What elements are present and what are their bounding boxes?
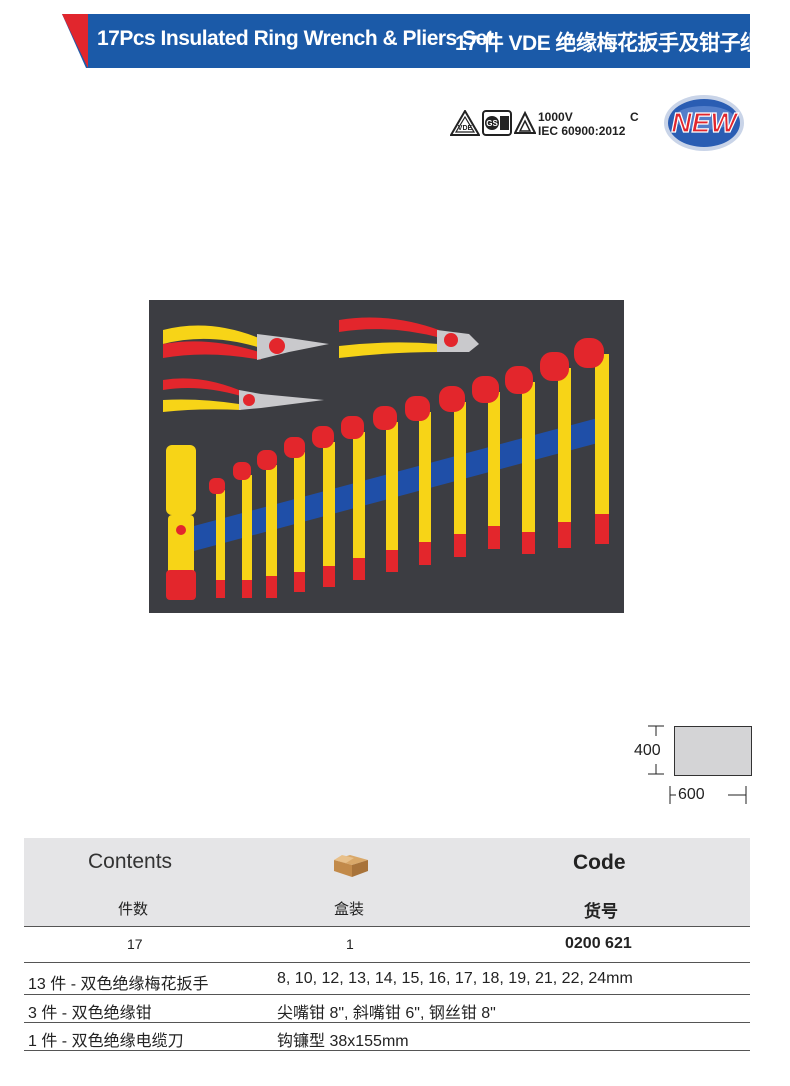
ring-wrench-19-icon (472, 376, 500, 549)
c-mark: C (630, 110, 639, 124)
cable-knife-icon (166, 445, 196, 600)
ring-wrench-16-icon (373, 406, 398, 572)
box-packing-icon (334, 855, 368, 877)
standard-text: IEC 60900:2012 (538, 124, 626, 138)
vde-mark-icon: VDE (450, 110, 480, 136)
header-packing-cn: 盒装 (334, 901, 365, 918)
ring-wrench-8-icon (209, 478, 225, 598)
row-packing: 1 (346, 936, 354, 952)
table-divider (24, 994, 750, 995)
item-spec: 钩镰型 38x155mm (277, 1033, 409, 1050)
svg-text:VDE: VDE (458, 125, 473, 132)
ring-wrench-21-icon (505, 366, 535, 554)
table-divider (24, 926, 750, 927)
item-spec: 8, 10, 12, 13, 14, 15, 16, 17, 18, 19, 2… (277, 970, 633, 987)
tool-tray-illustration (163, 317, 609, 600)
diagonal-cutter-icon (339, 317, 479, 358)
long-nose-pliers-icon (163, 378, 324, 412)
table-divider (24, 1050, 750, 1051)
ring-wrench-10-icon (233, 462, 252, 598)
new-label: NEW (671, 107, 739, 138)
title-banner (62, 14, 750, 68)
dimension-height: 400 (634, 742, 661, 759)
header-contents: Contents (88, 850, 173, 873)
title-english: 17Pcs Insulated Ring Wrench & Pliers Set (97, 27, 494, 50)
ring-wrench-12-icon (257, 450, 277, 598)
header-code-cn: 货号 (584, 902, 618, 921)
table-header-background (24, 838, 750, 926)
gs-mark-icon: GS (482, 110, 512, 136)
ring-wrench-22-icon (540, 352, 571, 548)
ring-wrench-set-icon (209, 338, 609, 598)
ring-wrench-13-icon (284, 437, 305, 592)
double-triangle-icon (514, 110, 536, 134)
product-image (149, 300, 624, 613)
ring-wrench-14-icon (312, 426, 335, 587)
ring-wrench-17-icon (405, 396, 431, 565)
header-count-cn: 件数 (118, 901, 149, 918)
table-divider (24, 1022, 750, 1023)
ring-wrench-15-icon (341, 416, 365, 580)
row-count: 17 (127, 936, 143, 952)
ring-wrench-18-icon (439, 386, 466, 557)
item-label: 3 件 - 双色绝缘钳 (28, 1005, 152, 1022)
ring-wrench-24-icon (574, 338, 609, 544)
svg-text:GS: GS (486, 119, 498, 128)
item-spec: 尖嘴钳 8", 斜嘴钳 6", 钢丝钳 8" (277, 1005, 496, 1022)
tray-dimension-box (674, 726, 752, 776)
header-code: Code (573, 851, 626, 874)
voltage-rating: 1000V (538, 110, 573, 124)
dimension-width: 600 (678, 786, 705, 803)
new-badge-icon: NEW (664, 95, 744, 151)
item-label: 13 件 - 双色绝缘梅花扳手 (28, 976, 209, 993)
combination-pliers-icon (163, 325, 329, 360)
dimension-lines (648, 725, 747, 804)
title-chinese: 17 件 VDE 绝缘梅花扳手及钳子组套 (455, 32, 782, 55)
table-divider (24, 962, 750, 963)
item-label: 1 件 - 双色绝缘电缆刀 (28, 1033, 184, 1050)
row-code: 0200 621 (565, 935, 632, 952)
